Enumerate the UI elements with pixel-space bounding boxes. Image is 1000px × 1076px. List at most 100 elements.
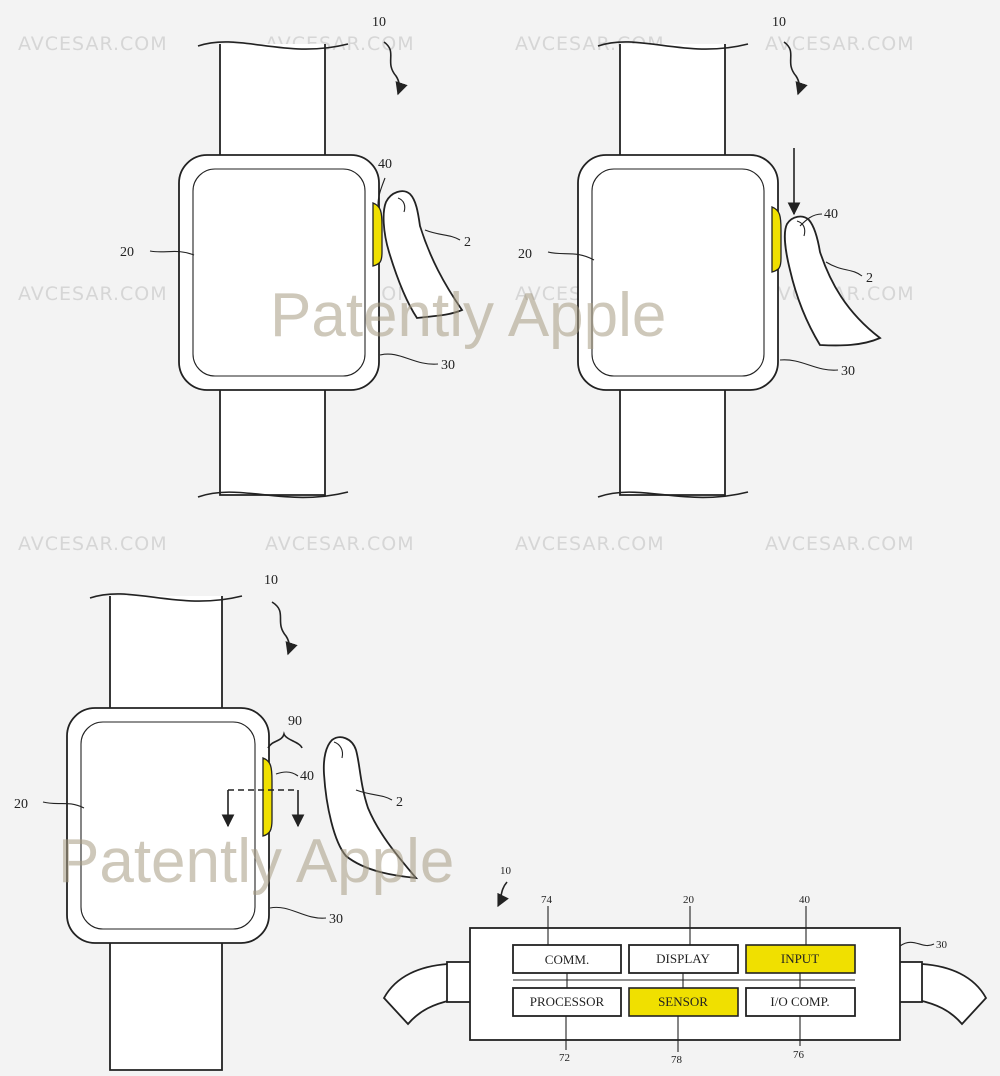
watch-display: [80, 721, 256, 930]
side-button-highlighted: [372, 202, 383, 267]
band-break-line: [197, 491, 349, 499]
watermark-site: AVCESAR.COM: [765, 33, 915, 55]
block-display-label: DISPLAY: [656, 951, 710, 966]
ref-label-housing: 30: [441, 358, 455, 373]
watch-band-top: [619, 44, 726, 161]
ref-label-housing: 30: [936, 939, 948, 951]
watermark-site: AVCESAR.COM: [765, 533, 915, 555]
ref-label-device: 10: [772, 15, 786, 30]
block-input: INPUT: [745, 944, 856, 974]
watch-display: [192, 168, 366, 377]
block-sensor: SENSOR: [628, 987, 739, 1017]
finger: [382, 190, 464, 319]
ref-label-finger: 2: [464, 235, 471, 250]
block-display: DISPLAY: [628, 944, 739, 974]
strap-left: [382, 963, 453, 1026]
swipe-range-brace: [267, 731, 303, 749]
band-break-line: [597, 491, 749, 499]
band-break-line: [197, 41, 349, 50]
strap-right: [917, 963, 988, 1026]
watermark-site: AVCESAR.COM: [515, 533, 665, 555]
block-display-box: [628, 944, 739, 974]
watch-band-bottom: [219, 385, 326, 496]
leader-line: [547, 251, 595, 261]
watch-band-bottom: [109, 935, 223, 1071]
ref-label-device: 10: [264, 573, 278, 588]
watermark-brand: Patently Apple: [58, 827, 454, 896]
watermark-site: AVCESAR.COM: [18, 283, 168, 305]
fingernail: [796, 220, 806, 237]
watermark-site: AVCESAR.COM: [265, 533, 415, 555]
device-ref-arrow: [383, 41, 408, 96]
ref-label-housing: 30: [841, 364, 855, 379]
block-comm-box: [512, 944, 622, 974]
side-button-highlighted: [262, 757, 273, 837]
block-input-box: [745, 944, 856, 974]
ref-label-display: 20: [683, 894, 695, 906]
ref-label-sensor: 78: [671, 1054, 683, 1066]
leader-line: [377, 177, 386, 206]
block-comm: COMM.: [512, 944, 622, 974]
block-diagram: COMM. DISPLAY INPUT PROCESSOR SENSOR I/O…: [382, 865, 988, 1066]
leader-line: [825, 261, 863, 277]
leader-line: [149, 250, 195, 256]
device-ref-arrow: [783, 41, 808, 96]
device-ref-arrow: [497, 881, 509, 908]
watermark-brand: Patently Apple: [270, 281, 666, 350]
block-io-label: I/O COMP.: [770, 994, 829, 1009]
ref-label-io: 76: [793, 1049, 805, 1061]
leader-line: [899, 941, 935, 947]
block-input-label: INPUT: [781, 951, 819, 966]
ref-label-button: 40: [824, 207, 838, 222]
watch-band-top: [109, 596, 223, 713]
ref-label-housing: 30: [329, 912, 343, 927]
fingernail: [333, 741, 344, 759]
ref-label-display: 20: [518, 247, 532, 262]
ref-label-input: 40: [799, 894, 811, 906]
figure-1-watch-finger-touch: 10 20 40 2 30: [120, 15, 471, 499]
ref-label-display: 20: [120, 245, 134, 260]
ref-label-comm: 74: [541, 894, 553, 906]
watch-housing: [577, 154, 779, 391]
block-io-comp: I/O COMP.: [745, 987, 856, 1017]
ref-label-finger: 2: [396, 795, 403, 810]
block-processor: PROCESSOR: [512, 987, 622, 1017]
band-break-line: [89, 593, 243, 602]
ref-label-device: 10: [372, 15, 386, 30]
watermark-site: AVCESAR.COM: [18, 33, 168, 55]
leader-line: [269, 906, 327, 919]
leader-line: [355, 789, 393, 801]
ref-label-button: 40: [300, 769, 314, 784]
block-sensor-label: SENSOR: [658, 994, 708, 1009]
leader-line: [379, 353, 439, 365]
watch-housing: [66, 707, 270, 944]
watch-band-bottom: [619, 385, 726, 496]
leader-line: [799, 213, 823, 227]
ref-label-finger: 2: [866, 271, 873, 286]
fingernail: [397, 197, 406, 213]
ref-label-device: 10: [500, 865, 512, 877]
finger: [783, 215, 882, 347]
block-comm-label: COMM.: [545, 952, 589, 967]
band-break-line: [597, 41, 749, 50]
leader-line: [42, 801, 85, 809]
figure-2-watch-finger-press: 10 20 40 2 30: [518, 15, 882, 499]
block-processor-label: PROCESSOR: [530, 994, 605, 1009]
leader-line: [779, 359, 839, 371]
finger: [322, 736, 419, 880]
side-button-highlighted: [771, 206, 782, 273]
watch-band-top: [219, 44, 326, 161]
leader-line: [275, 771, 299, 777]
leader-line: [424, 229, 461, 241]
ref-label-display: 20: [14, 797, 28, 812]
watermark-site: AVCESAR.COM: [18, 533, 168, 555]
watch-housing: [178, 154, 380, 391]
device-ref-arrow: [271, 601, 298, 656]
ref-label-button: 40: [378, 157, 392, 172]
figure-3-watch-swipe: 90 10 20 40 2 30: [14, 573, 419, 1071]
ref-label-processor: 72: [559, 1052, 570, 1064]
ref-label-range: 90: [288, 714, 302, 729]
watch-display: [591, 168, 765, 377]
